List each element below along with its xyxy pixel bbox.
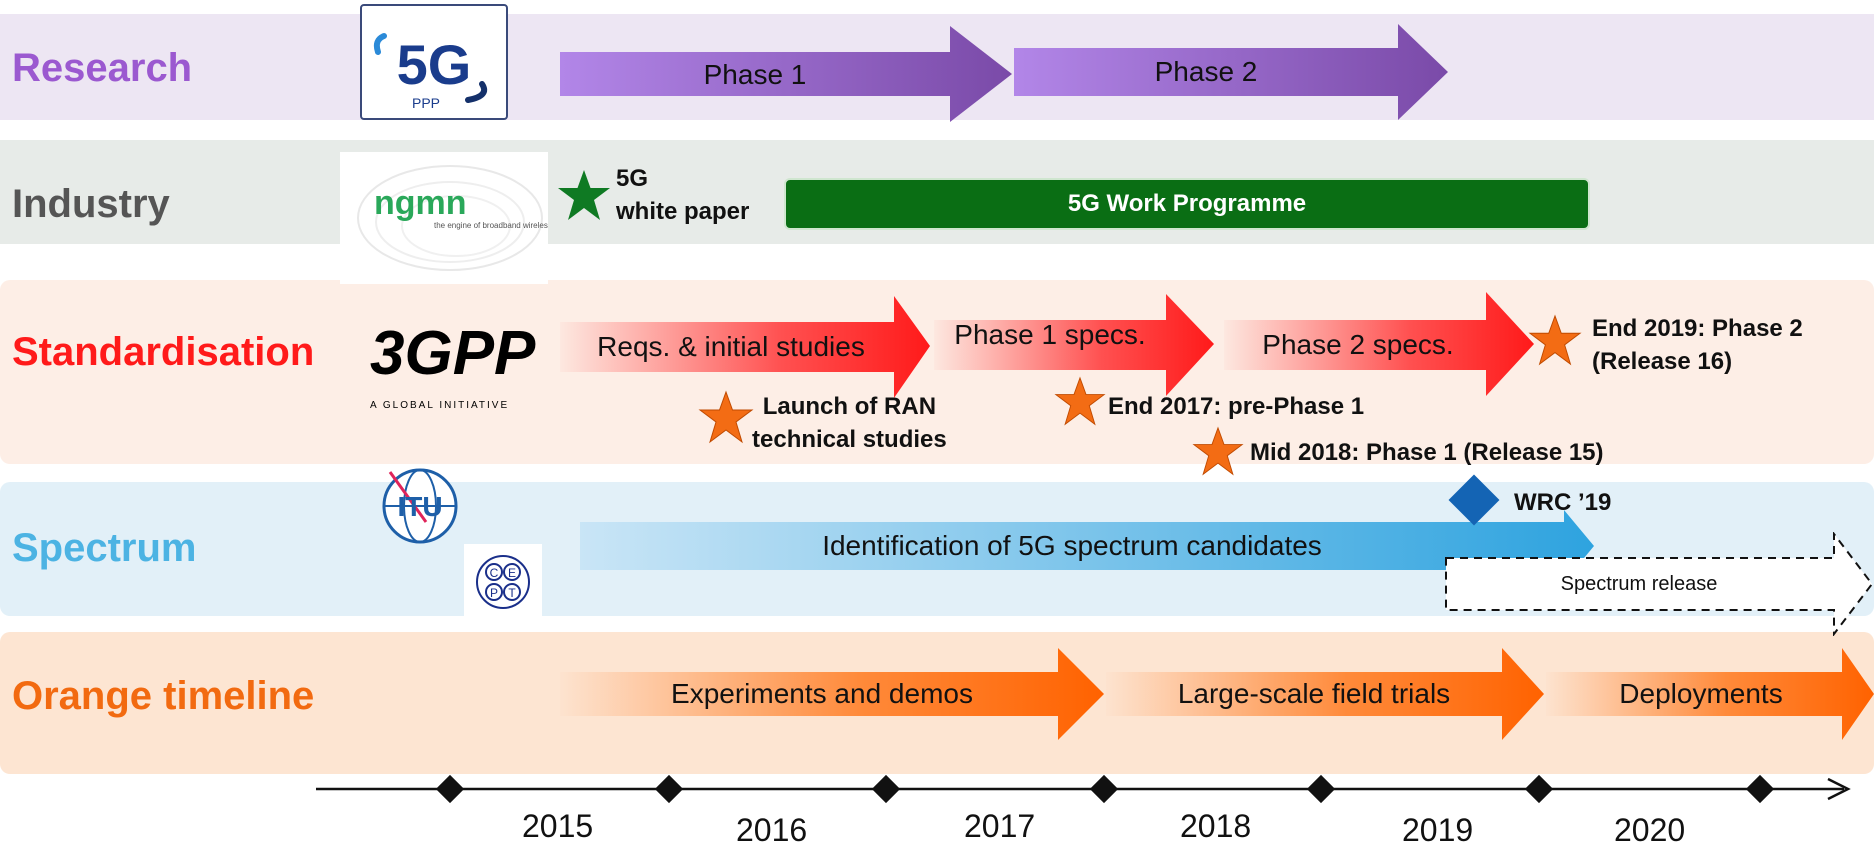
end-2017-milestone: End 2017: pre-Phase 1 <box>1108 393 1365 420</box>
ngmn-logo-text: ngmn <box>374 184 467 222</box>
experiments-demos-label: Experiments and demos <box>671 678 973 709</box>
research-row-label: Research <box>12 46 193 90</box>
reqs-initial-studies-label: Reqs. & initial studies <box>597 331 865 362</box>
3gpp-tagline: A GLOBAL INITIATIVE <box>370 400 509 411</box>
wrc-milestone: WRC ’19 <box>1514 489 1612 516</box>
ngmn-logo: ngmn the engine of broadband wireless in… <box>340 152 591 284</box>
industry-row-label: Industry <box>12 182 170 226</box>
5g-ppp-logo-sub: PPP <box>412 95 440 111</box>
launch-ran-star-icon <box>698 390 754 444</box>
identification-arrow: Identification of 5G spectrum candidates <box>580 510 1594 582</box>
itu-logo: ITU <box>380 466 460 546</box>
cept-logo: C E P T <box>464 544 542 620</box>
field-trials-label: Large-scale field trials <box>1177 678 1451 709</box>
white-paper-line-1: 5G <box>616 165 649 192</box>
axis-tick-2 <box>654 774 684 804</box>
field-trials-arrow: Large-scale field trials <box>1106 648 1544 740</box>
year-2015: 2015 <box>522 808 594 844</box>
year-2018: 2018 <box>1180 808 1252 844</box>
5g-ppp-logo-graphic: 5G PPP <box>373 33 488 111</box>
axis-tick-6 <box>1524 774 1554 804</box>
phase-1-specs-arrow: Phase 1 specs. <box>934 294 1214 396</box>
research-phase-1-label: Phase 1 <box>703 59 807 90</box>
reqs-initial-studies-arrow: Reqs. & initial studies <box>560 296 930 398</box>
research-phase-2-label: Phase 2 <box>1154 56 1258 87</box>
5g-work-programme-label: 5G Work Programme <box>1067 190 1307 217</box>
white-paper-line-2: white paper <box>616 198 750 225</box>
year-2020: 2020 <box>1614 812 1686 848</box>
phase-2-specs-arrow: Phase 2 specs. <box>1224 292 1534 396</box>
end-2019-milestone: End 2019: Phase 2 (Release 16) <box>1592 312 1803 378</box>
spectrum-release-label: Spectrum release <box>1560 572 1718 595</box>
5g-ppp-logo: 5G PPP <box>360 4 508 120</box>
svg-text:C: C <box>490 566 499 580</box>
white-paper-milestone: 5G white paper <box>616 162 749 228</box>
year-2017: 2017 <box>964 808 1036 844</box>
launch-ran-line-2: technical studies <box>752 426 947 453</box>
3gpp-logo: 3GPP A GLOBAL INITIATIVE <box>366 304 540 414</box>
launch-ran-milestone: Launch of RAN technical studies <box>752 390 947 456</box>
axis-tick-4 <box>1089 774 1119 804</box>
svg-text:E: E <box>508 566 516 580</box>
end-2019-line-1: End 2019: Phase 2 <box>1592 315 1803 342</box>
mid-2018-milestone: Mid 2018: Phase 1 (Release 15) <box>1250 439 1604 466</box>
year-2019: 2019 <box>1402 812 1474 848</box>
3gpp-logo-graphic: 3GPP A GLOBAL INITIATIVE <box>370 319 536 411</box>
mid-2018-star-icon <box>1192 426 1244 476</box>
identification-label: Identification of 5G spectrum candidates <box>822 530 1322 561</box>
research-phase-1-arrow: Phase 1 <box>560 26 1012 122</box>
axis-tick-3 <box>871 774 901 804</box>
year-2016: 2016 <box>736 812 808 848</box>
green-star-icon <box>558 170 610 220</box>
orange-timeline-row-label: Orange timeline <box>12 674 315 718</box>
deployments-label: Deployments <box>1619 678 1783 709</box>
research-phase-2-arrow: Phase 2 <box>1014 24 1448 120</box>
standardisation-band <box>0 280 1874 464</box>
svg-text:T: T <box>508 586 516 600</box>
end-2019-line-2: (Release 16) <box>1592 348 1733 375</box>
3gpp-logo-text: 3GPP <box>370 319 536 388</box>
launch-ran-line-1: Launch of RAN <box>762 393 937 420</box>
5g-work-programme-bar: 5G Work Programme <box>784 178 1590 230</box>
phase-2-specs-label: Phase 2 specs. <box>1262 329 1454 360</box>
ngmn-logo-graphic: ngmn the engine of broadband wireless in… <box>357 165 591 271</box>
standardisation-row-label: Standardisation <box>12 330 315 374</box>
experiments-demos-arrow: Experiments and demos <box>560 648 1104 740</box>
spectrum-row-label: Spectrum <box>12 526 197 570</box>
spectrum-release-arrow: Spectrum release <box>1444 532 1874 636</box>
deployments-arrow: Deployments <box>1546 648 1874 740</box>
itu-logo-text: ITU <box>397 491 442 522</box>
end-2019-star-icon <box>1528 314 1582 366</box>
axis-tick-1 <box>435 774 465 804</box>
end-2017-star-icon <box>1054 376 1106 426</box>
ngmn-tagline: the engine of broadband wireless innovat… <box>434 221 548 230</box>
phase-1-specs-label: Phase 1 specs. <box>954 319 1146 350</box>
axis-tick-5 <box>1306 774 1336 804</box>
axis-tick-7 <box>1745 774 1775 804</box>
svg-text:P: P <box>490 586 498 600</box>
5g-ppp-logo-text: 5G <box>397 33 472 96</box>
timeline-axis <box>316 774 1851 804</box>
